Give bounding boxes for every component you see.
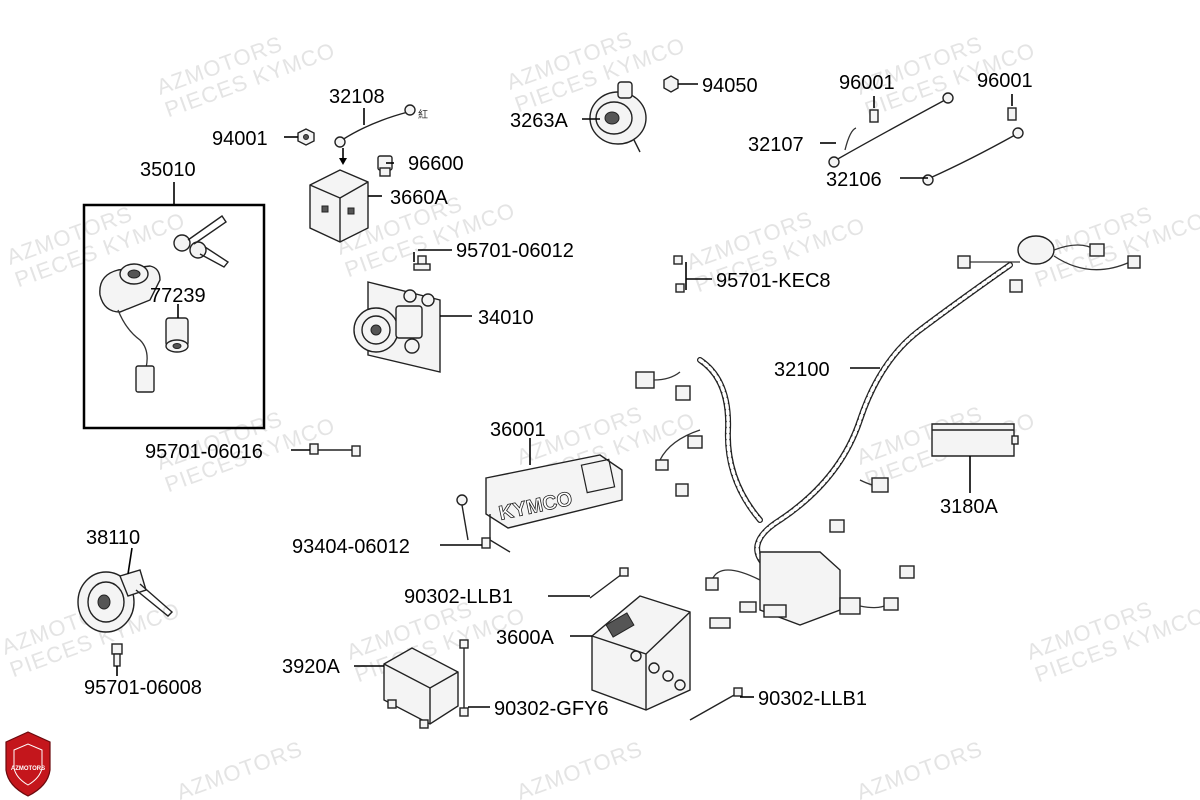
label-95701-06008: 95701-06008	[84, 677, 202, 699]
label-32106: 32106	[826, 169, 882, 191]
label-34010: 34010	[478, 307, 534, 329]
part-90302-LLB1-bolt-a[interactable]	[589, 567, 629, 599]
part-3660A-fuse-box[interactable]	[309, 169, 369, 243]
part-3263A-buzzer[interactable]	[589, 81, 647, 153]
shield-inner-icon	[13, 743, 43, 786]
label-95701-KEC8: 95701-KEC8	[716, 270, 831, 292]
part-32106-cable[interactable]	[922, 127, 1024, 186]
part-labels: 35010 32108 94001 96600 3660A 95701-0601…	[84, 70, 1033, 720]
label-96001-a: 96001	[839, 72, 895, 94]
label-32108: 32108	[329, 86, 385, 108]
part-36001-cover[interactable]: KYMCO	[485, 454, 623, 553]
part-95701-06012-bolt[interactable]	[413, 252, 431, 271]
watermark: AZMOTORS PIECES KYMCO	[1023, 596, 1200, 687]
watermark: AZMOTORS	[513, 736, 646, 800]
logo-text: AZMOTORS	[11, 766, 45, 772]
part-94001-nut[interactable]	[297, 128, 315, 146]
shield-icon	[5, 731, 51, 797]
part-3920A-module[interactable]	[383, 647, 459, 729]
part-96001-bolt-a[interactable]	[869, 96, 879, 123]
leader-line	[127, 547, 133, 575]
label-32107: 32107	[748, 134, 804, 156]
part-96600-fuse[interactable]	[377, 155, 393, 177]
arrow-down-icon	[339, 158, 347, 165]
part-34010-switch-assembly[interactable]	[353, 281, 441, 373]
part-32100-wiring-harness[interactable]	[635, 235, 1141, 629]
label-96001-b: 96001	[977, 70, 1033, 92]
label-94050: 94050	[702, 75, 758, 97]
part-95701-06008-bolt[interactable]	[111, 643, 123, 676]
label-35010: 35010	[140, 159, 196, 181]
label-3920A: 3920A	[282, 656, 340, 678]
part-90302-LLB1-bolt-b[interactable]	[689, 687, 743, 721]
svg-text:AZMOTORS: AZMOTORS	[513, 736, 646, 800]
part-32108-ground-cable[interactable]: 紅	[334, 104, 428, 148]
watermark: AZMOTORS	[853, 736, 986, 800]
azmotors-logo: AZMOTORS	[5, 731, 51, 797]
part-35010-key-set[interactable]	[82, 182, 266, 430]
part-90302-GFY6-bolt[interactable]	[459, 639, 469, 717]
label-3600A: 3600A	[496, 627, 554, 649]
label-77239: 77239	[150, 285, 206, 307]
label-38110: 38110	[86, 527, 140, 549]
part-95701-KEC8-bolt[interactable]	[673, 255, 687, 293]
lock-cylinder-icon	[165, 317, 189, 353]
label-93404-06012: 93404-06012	[292, 536, 410, 558]
label-32100: 32100	[774, 359, 830, 381]
keys-icon	[173, 215, 230, 268]
watermark: AZMOTORS	[173, 736, 306, 800]
color-mark: 紅	[418, 109, 428, 121]
part-38110-horn[interactable]	[77, 547, 174, 633]
part-3600A-control-unit[interactable]	[591, 595, 691, 711]
watermark: AZMOTORS PIECES KYMCO	[1023, 201, 1200, 292]
label-90302-LLB1-b: 90302-LLB1	[758, 688, 867, 710]
label-90302-LLB1-a: 90302-LLB1	[404, 586, 513, 608]
leader-lines	[284, 83, 928, 708]
label-3180A: 3180A	[940, 496, 998, 518]
part-95701-06016-bolt[interactable]	[309, 443, 361, 457]
watermark: AZMOTORS PIECES KYMCO	[853, 31, 1038, 122]
label-96600: 96600	[408, 153, 464, 175]
label-3263A: 3263A	[510, 110, 568, 132]
watermark: AZMOTORS PIECES KYMCO	[153, 31, 338, 122]
label-95701-06016: 95701-06016	[145, 441, 263, 463]
part-3180A-module[interactable]	[931, 423, 1019, 493]
label-90302-GFY6: 90302-GFY6	[494, 698, 609, 720]
svg-text:AZMOTORS: AZMOTORS	[853, 736, 986, 800]
part-96001-bolt-b[interactable]	[1007, 94, 1017, 121]
label-95701-06012: 95701-06012	[456, 240, 574, 262]
part-93404-06012-bolt[interactable]	[456, 494, 491, 549]
watermark: AZMOTORS PIECES KYMCO	[3, 201, 188, 292]
part-32107-cable[interactable]	[828, 92, 954, 168]
part-94050-nut[interactable]	[663, 75, 679, 93]
svg-text:AZMOTORS: AZMOTORS	[173, 736, 306, 800]
label-94001: 94001	[212, 128, 268, 150]
label-36001: 36001	[490, 419, 546, 441]
ignition-lock-icon	[99, 263, 161, 393]
label-3660A: 3660A	[390, 187, 448, 209]
